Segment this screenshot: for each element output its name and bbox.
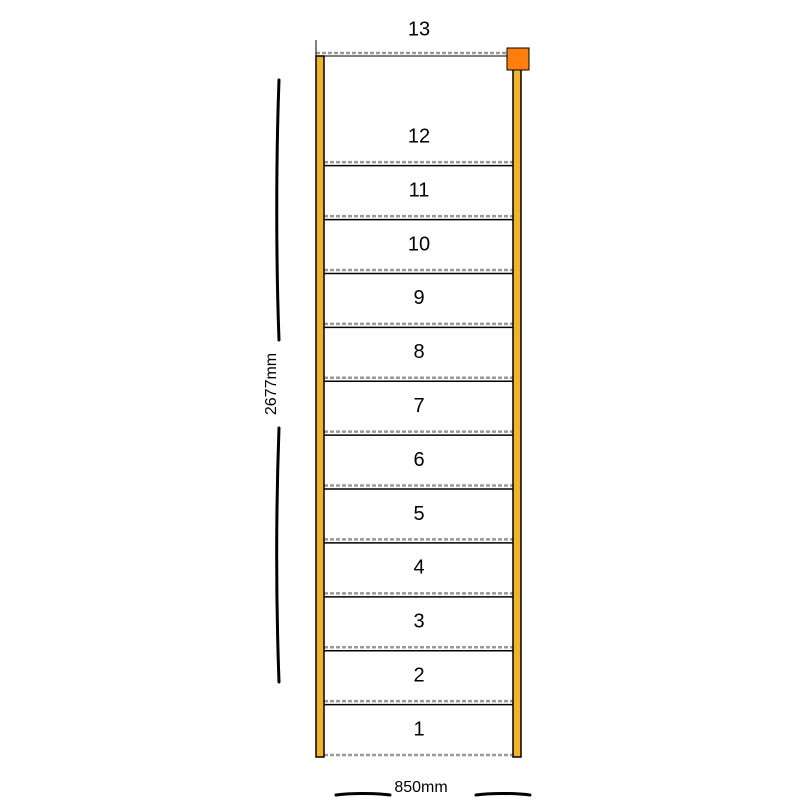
step-number-7: 7 xyxy=(413,395,424,417)
width-dimension-right-line xyxy=(474,792,532,797)
treads-group xyxy=(316,51,513,757)
step-number-13: 13 xyxy=(408,18,430,40)
height-dimension-upper-line xyxy=(275,78,281,342)
step-number-11: 11 xyxy=(409,179,430,201)
corner-marker-square xyxy=(506,47,530,71)
left-stringer xyxy=(315,55,325,758)
step-number-9: 9 xyxy=(413,287,424,309)
height-dimension-label: 2677mm xyxy=(263,353,280,415)
width-dimension-label: 850mm xyxy=(394,779,447,796)
right-stringer xyxy=(512,55,522,758)
step-number-3: 3 xyxy=(413,611,424,633)
step-number-5: 5 xyxy=(413,503,424,525)
step-number-1: 1 xyxy=(413,718,424,740)
step-number-8: 8 xyxy=(413,341,424,363)
width-dimension-left-line xyxy=(334,792,392,797)
step-number-6: 6 xyxy=(413,449,424,471)
height-dimension-lower-line xyxy=(275,426,281,684)
step-number-10: 10 xyxy=(408,233,430,255)
step-number-12: 12 xyxy=(408,126,430,148)
step-number-4: 4 xyxy=(413,557,424,579)
step-number-2: 2 xyxy=(413,664,424,686)
